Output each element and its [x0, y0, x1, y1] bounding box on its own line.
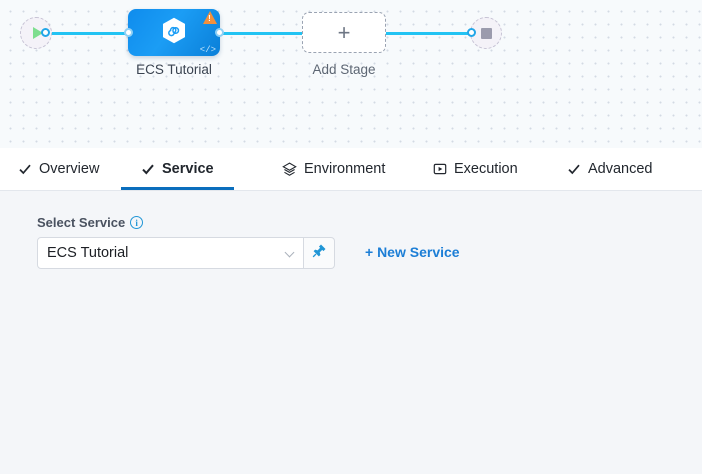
select-service-label-row: Select Service i	[37, 215, 144, 230]
harness-hexagon-icon	[159, 15, 189, 50]
service-tab-panel: Select Service i ECS Tutorial + New Serv…	[0, 191, 702, 474]
stage-port-right[interactable]	[215, 28, 224, 37]
service-select-input[interactable]: ECS Tutorial	[37, 237, 304, 269]
stage-config-tabbar: Overview Service Environment Execution	[0, 148, 702, 191]
check-icon	[18, 162, 32, 176]
stage-port-left[interactable]	[124, 28, 133, 37]
pipeline-edge	[383, 32, 475, 35]
plus-icon: +	[337, 19, 351, 45]
start-node-port[interactable]	[41, 28, 50, 37]
check-icon	[141, 162, 155, 176]
stop-icon	[480, 27, 492, 39]
pin-icon	[312, 243, 327, 263]
add-stage-button[interactable]: +	[302, 12, 386, 53]
tab-execution[interactable]: Execution	[433, 148, 518, 190]
info-icon[interactable]: i	[130, 216, 144, 229]
stage-node-ecs-tutorial[interactable]: ! </>	[124, 9, 224, 56]
tab-advanced[interactable]: Advanced	[567, 148, 653, 190]
pipeline-end-node[interactable]	[470, 17, 502, 49]
layers-diamond-icon	[282, 161, 297, 177]
code-brackets-icon[interactable]: </>	[199, 45, 216, 55]
check-icon	[567, 162, 581, 176]
tab-environment[interactable]: Environment	[282, 148, 385, 190]
service-select-value: ECS Tutorial	[47, 245, 129, 261]
select-service-label: Select Service	[37, 215, 126, 230]
tab-overview[interactable]: Overview	[18, 148, 99, 190]
stage-node-label: ECS Tutorial	[136, 62, 212, 77]
new-service-button[interactable]: + New Service	[365, 244, 460, 260]
tab-execution-label: Execution	[454, 161, 518, 177]
play-box-icon	[433, 162, 447, 176]
pipeline-edge	[44, 32, 138, 35]
pin-service-button[interactable]	[304, 237, 335, 269]
tab-advanced-label: Advanced	[588, 161, 653, 177]
play-icon	[32, 27, 43, 39]
tab-service[interactable]: Service	[121, 148, 234, 190]
tab-service-label: Service	[162, 161, 214, 177]
tab-environment-label: Environment	[304, 161, 386, 177]
pipeline-start-node[interactable]	[20, 17, 52, 49]
end-node-port[interactable]	[467, 28, 476, 37]
pipeline-edge	[221, 32, 307, 35]
warning-exclamation: !	[208, 14, 211, 23]
chevron-down-icon	[284, 247, 295, 258]
pipeline-canvas[interactable]: ! </> ECS Tutorial + Add Stage	[0, 0, 702, 148]
select-service-control: ECS Tutorial	[37, 237, 335, 269]
add-stage-label: Add Stage	[312, 62, 376, 77]
warning-triangle-icon[interactable]	[203, 11, 217, 24]
tab-overview-label: Overview	[39, 161, 100, 177]
